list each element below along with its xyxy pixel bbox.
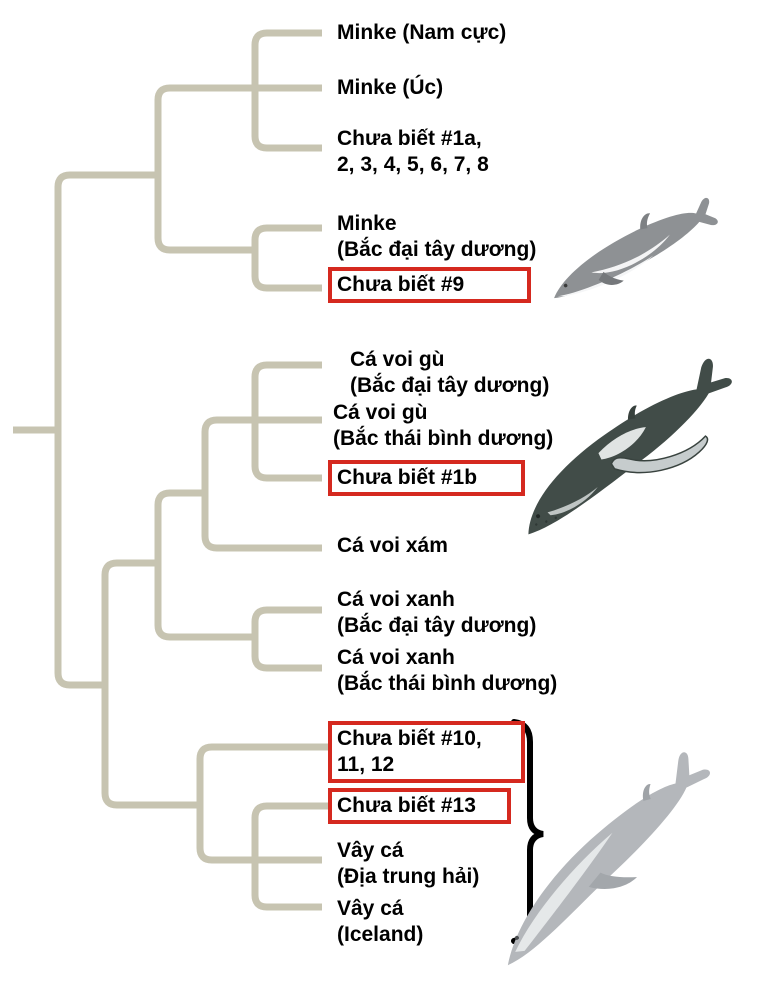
leaf-chua-biet-1a-8: Chưa biết #1a, 2, 3, 4, 5, 6, 7, 8 (337, 126, 489, 178)
branch-lower-clade (101, 559, 200, 809)
branch-mid-clade (154, 489, 255, 641)
leaf-chua-biet-1b: Chưa biết #1b (328, 460, 525, 496)
leaf-text: Chưa biết #9 (337, 273, 465, 296)
leaf-text: 11, 12 (337, 753, 395, 776)
leaf-text: Vây cá (337, 839, 404, 862)
leaf-text: Minke (Nam cực) (337, 21, 507, 44)
leaf-ca-voi-xanh-bac-dai-tay-duong: Cá voi xanh (Bắc đại tây dương) (337, 587, 536, 639)
leaf-text: Cá voi xanh (337, 588, 455, 611)
leaf-text: Cá voi xám (337, 534, 448, 557)
leaf-ca-voi-gu-bac-dai-tay-duong: Cá voi gù (Bắc đại tây dương) (350, 347, 549, 399)
leaf-text: (Iceland) (337, 923, 424, 946)
leaf-ca-voi-gu-bac-thai-binh-duong: Cá voi gù (Bắc thái bình dương) (333, 400, 553, 452)
leaf-minke-bac-dai-tay-duong: Minke (Bắc đại tây dương) (337, 211, 536, 263)
leaf-text: Cá voi gù (350, 348, 445, 371)
leaf-vay-ca-iceland: Vây cá (Iceland) (337, 896, 423, 948)
branch-humpback-gray (201, 416, 322, 552)
leaf-text: (Bắc đại tây dương) (350, 374, 550, 397)
humpback-whale-illustration (528, 358, 732, 535)
leaf-text: (Bắc đại tây dương) (337, 238, 537, 261)
leaf-text: Minke (Úc) (337, 76, 444, 99)
leaf-text: Chưa biết #1a, (337, 127, 482, 150)
minke-whale-illustration (554, 197, 718, 299)
branch-root (54, 171, 158, 689)
leaf-vay-ca-dia-trung-hai: Vây cá (Địa trung hải) (337, 838, 479, 890)
leaf-text: (Bắc thái bình dương) (337, 672, 558, 695)
leaf-text: Cá voi xanh (337, 646, 455, 669)
leaf-minke-uc: Minke (Úc) (337, 75, 443, 101)
leaf-text: (Bắc thái bình dương) (333, 427, 554, 450)
leaf-text: Cá voi gù (333, 401, 428, 424)
leaf-text: 2, 3, 4, 5, 6, 7, 8 (337, 153, 489, 176)
leaf-text: Vây cá (337, 897, 404, 920)
leaf-text: Chưa biết #1b (337, 466, 478, 489)
leaf-chua-biet-13: Chưa biết #13 (328, 788, 511, 824)
branch-fin-clade (196, 743, 330, 864)
leaf-chua-biet-9: Chưa biết #9 (328, 267, 531, 303)
branch-minke-clade (154, 84, 255, 254)
branch-humpback-polytomy (251, 361, 322, 482)
branch-minke-na-pair (251, 224, 322, 292)
leaf-ca-voi-xam: Cá voi xám (337, 533, 448, 559)
leaf-ca-voi-xanh-bac-thai-binh-duong: Cá voi xanh (Bắc thái bình dương) (337, 645, 557, 697)
leaf-text: (Địa trung hải) (337, 865, 480, 888)
branch-fin-polytomy (251, 802, 330, 911)
fin-whale-illustration (507, 752, 710, 966)
leaf-text: Chưa biết #13 (337, 794, 476, 817)
leaf-text: Minke (337, 212, 397, 235)
leaf-text: Chưa biết #10, (337, 727, 482, 750)
leaf-chua-biet-10-11-12: Chưa biết #10, 11, 12 (328, 721, 525, 783)
leaf-text: (Bắc đại tây dương) (337, 614, 537, 637)
leaf-minke-nam-cuc: Minke (Nam cực) (337, 20, 506, 46)
branch-blue-pair (251, 606, 322, 672)
